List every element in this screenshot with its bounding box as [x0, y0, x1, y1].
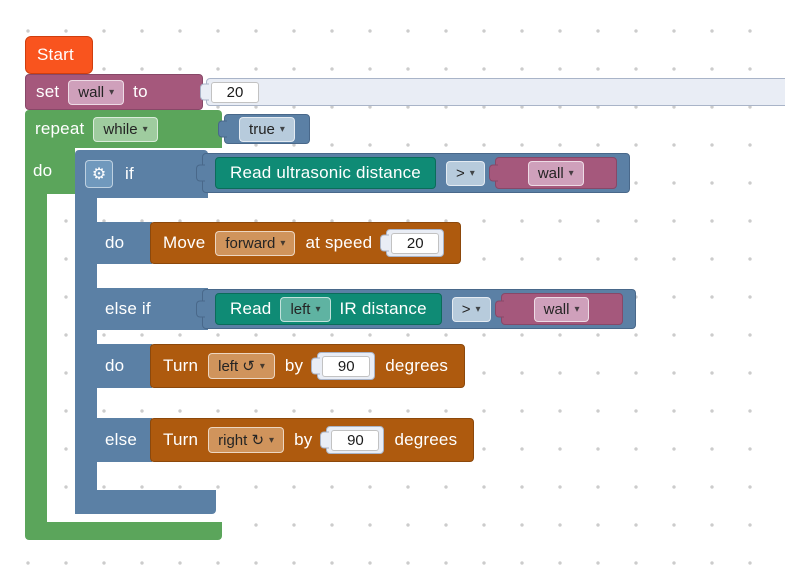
operator-dropdown[interactable]: > ▾: [451, 296, 491, 322]
value-connector-tab: [320, 431, 330, 449]
repeat-block-left-wall[interactable]: [25, 148, 47, 522]
variable-dropdown[interactable]: wall ▾: [68, 79, 125, 105]
value-connector-tab: [200, 83, 209, 101]
direction-value: forward: [225, 234, 276, 252]
direction-dropdown[interactable]: forward ▾: [215, 230, 296, 256]
chevron-down-icon: ▾: [109, 86, 115, 98]
turn-direction-dropdown[interactable]: right ↻ ▾: [208, 427, 285, 453]
variable-block[interactable]: wall ▾: [488, 157, 617, 189]
turn-direction-value: left ↺: [218, 358, 255, 375]
value-connector-tab: [380, 234, 390, 252]
repeat-mode-value: while: [103, 120, 138, 138]
chevron-down-icon: ▾: [269, 434, 275, 446]
at-speed-label: at speed: [305, 233, 373, 252]
value-connector-tab: [488, 164, 498, 182]
turn-keyword-label: Turn: [163, 356, 199, 375]
chevron-down-icon: ▾: [142, 123, 148, 135]
repeat-mode-dropdown[interactable]: while ▾: [93, 116, 158, 142]
sensor-label: Read ultrasonic distance: [230, 163, 421, 182]
value-connector-tab: [311, 357, 321, 375]
sensor-direction-value: left: [290, 300, 311, 318]
turn-direction-dropdown[interactable]: left ↺ ▾: [208, 353, 275, 379]
number-shadow-block[interactable]: 90: [311, 352, 376, 380]
number-field[interactable]: 20: [391, 232, 440, 254]
repeat-do-label: do: [33, 161, 53, 180]
degrees-label: degrees: [394, 430, 458, 449]
by-label: by: [284, 356, 304, 375]
number-shadow-block[interactable]: 90: [320, 426, 385, 454]
operator-value: >: [461, 300, 471, 318]
start-label: Start: [37, 45, 74, 64]
if-do2-label: do: [105, 356, 125, 375]
gear-glyph: ⚙: [91, 166, 107, 183]
turn-keyword-label: Turn: [163, 430, 199, 449]
variable-name: wall: [78, 83, 105, 101]
chevron-down-icon: ▾: [315, 303, 321, 315]
if-label: if: [125, 164, 134, 183]
if-do-label: do: [105, 233, 125, 252]
ir-distance-label: IR distance: [339, 299, 427, 318]
repeat-block-do-area[interactable]: do: [25, 148, 75, 194]
move-block[interactable]: Move forward ▾ at speed 20: [150, 222, 462, 264]
repeat-block-header[interactable]: repeat while ▾: [25, 110, 222, 148]
variable-dropdown[interactable]: wall ▾: [533, 296, 590, 322]
if-block-elseif-label-area[interactable]: else if: [75, 288, 208, 330]
boolean-value: true: [249, 120, 275, 138]
variable-block[interactable]: wall ▾: [494, 293, 623, 325]
number-shadow-block[interactable]: 20: [380, 229, 445, 257]
chevron-down-icon: ▾: [259, 360, 265, 372]
number-field[interactable]: 90: [322, 355, 371, 377]
repeat-keyword-label: repeat: [35, 119, 85, 138]
by-label: by: [294, 430, 313, 449]
else-if-label: else if: [105, 299, 151, 318]
if-block-else-label-area[interactable]: else: [75, 418, 152, 462]
if-block-do2-label-area[interactable]: do: [75, 344, 152, 388]
operator-dropdown[interactable]: > ▾: [445, 160, 485, 186]
turn-left-block[interactable]: Turn left ↺ ▾ by 90 degrees: [150, 344, 466, 388]
if-block-do-label-area[interactable]: do: [75, 222, 152, 264]
move-keyword-label: Move: [163, 233, 206, 252]
to-label: to: [133, 82, 148, 101]
if-block-header[interactable]: ⚙ if: [75, 150, 208, 198]
operator-value: >: [455, 164, 465, 182]
turn-direction-value: right ↻: [218, 432, 265, 449]
repeat-block-bottom[interactable]: [25, 522, 222, 540]
if-block-bottom[interactable]: [75, 490, 216, 514]
chevron-down-icon: ▾: [475, 303, 481, 315]
chevron-down-icon: ▾: [574, 303, 580, 315]
comparison-block[interactable]: Read left ▾ IR distance > ▾ wall ▾: [196, 289, 636, 329]
number-shadow-block[interactable]: 20: [200, 78, 785, 106]
mutator-gear-icon[interactable]: ⚙: [85, 160, 113, 188]
value-connector-tab: [218, 120, 227, 138]
turn-right-block[interactable]: Turn right ↻ ▾ by 90 degrees: [150, 418, 475, 462]
number-field[interactable]: 20: [211, 81, 259, 103]
chevron-down-icon: ▾: [280, 237, 286, 249]
chevron-down-icon: ▾: [568, 167, 574, 179]
ir-sensor-block[interactable]: Read left ▾ IR distance: [215, 293, 442, 325]
chevron-down-icon: ▾: [469, 167, 475, 179]
set-variable-block[interactable]: set wall ▾ to: [25, 74, 203, 110]
variable-dropdown[interactable]: wall ▾: [527, 160, 584, 186]
variable-name: wall: [537, 164, 564, 182]
ultrasonic-sensor-block[interactable]: Read ultrasonic distance: [215, 157, 436, 189]
value-connector-tab: [196, 300, 205, 318]
start-block[interactable]: Start: [25, 36, 93, 74]
boolean-dropdown[interactable]: true ▾: [239, 116, 295, 142]
comparison-block[interactable]: Read ultrasonic distance > ▾ wall ▾: [196, 153, 630, 193]
chevron-down-icon: ▾: [279, 123, 285, 135]
sensor-direction-dropdown[interactable]: left ▾: [280, 296, 331, 322]
degrees-label: degrees: [385, 356, 449, 375]
boolean-block[interactable]: true ▾: [218, 114, 310, 144]
variable-name: wall: [543, 300, 570, 318]
value-connector-tab: [196, 164, 205, 182]
else-label: else: [105, 430, 137, 449]
value-connector-tab: [494, 300, 504, 318]
set-keyword-label: set: [36, 82, 60, 101]
number-field[interactable]: 90: [331, 429, 380, 451]
read-label: Read: [230, 299, 272, 318]
